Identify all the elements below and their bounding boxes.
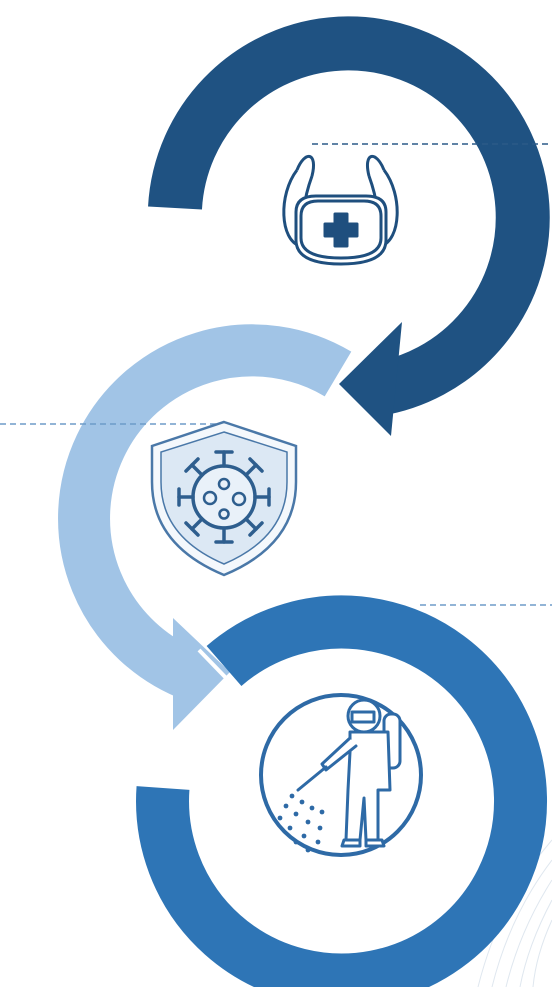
virus-shield-icon — [150, 420, 298, 577]
ring-step-2 — [58, 324, 352, 701]
face-mask-icon — [282, 155, 399, 266]
arrow-head-step-1 — [339, 322, 402, 436]
ring-step-1 — [148, 16, 550, 417]
disinfection-worker-icon — [259, 693, 423, 857]
arrow-head-step-2 — [173, 618, 230, 730]
spray-dots — [277, 793, 325, 853]
ring-step-3 — [136, 595, 548, 987]
ring-separator — [197, 648, 230, 682]
